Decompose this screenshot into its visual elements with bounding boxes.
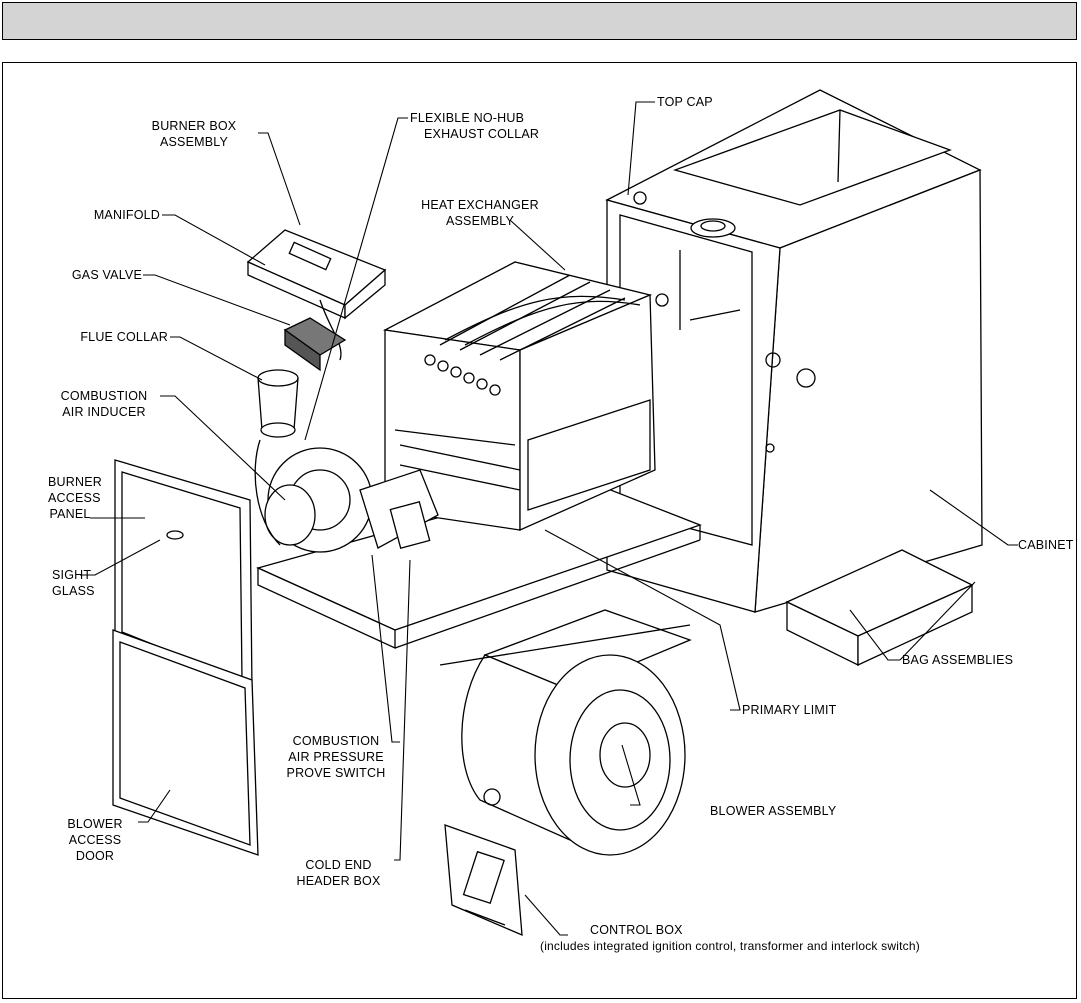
bag-assemblies-drawing [785,549,974,667]
label-heat-exchanger-assembly: HEAT EXCHANGER ASSEMBLY [421,198,539,228]
label-combustion-air-pressure-prove-switch: COMBUSTION AIR PRESSURE PROVE SWITCH [286,734,386,780]
inducer-drawing [254,439,439,553]
leader-lines [80,101,1018,936]
label-control-box-note: (includes integrated ignition control, t… [540,939,920,953]
heat-exchanger-drawing [382,261,656,532]
label-blower-access-door: BLOWER ACCESS DOOR [67,817,123,863]
control-box-drawing [444,824,523,937]
label-manifold: MANIFOLD [93,208,160,222]
label-cold-end-header-box: COLD END HEADER BOX [296,858,381,888]
flue-collar-drawing [257,369,299,438]
label-blower-assembly: BLOWER ASSEMBLY [710,804,837,818]
label-cabinet: CABINET [1018,538,1074,552]
label-flue-collar: FLUE COLLAR [80,330,168,344]
label-top-cap: TOP CAP [657,95,713,109]
label-burner-box-assembly: BURNER BOX ASSEMBLY [151,119,237,149]
label-burner-access-panel: BURNER ACCESS PANEL [48,475,102,521]
label-primary-limit: PRIMARY LIMIT [742,703,837,717]
burner-box-drawing [246,229,387,361]
base-deck-drawing [256,477,702,650]
label-flexible-exhaust-collar: FLEXIBLE NO-HUB EXHAUST COLLAR [410,111,540,141]
blower-assembly-drawing [439,609,692,856]
label-control-box: CONTROL BOX [590,923,683,937]
blower-access-door-drawing [112,629,259,856]
gas-valve-drawing [283,317,347,372]
label-combustion-air-inducer: COMBUSTION AIR INDUCER [60,389,148,419]
label-bag-assemblies: BAG ASSEMBLIES [902,653,1014,667]
label-gas-valve: GAS VALVE [71,268,142,282]
header-bar [2,2,1077,40]
label-sight-glass: SIGHT GLASS [52,568,95,598]
